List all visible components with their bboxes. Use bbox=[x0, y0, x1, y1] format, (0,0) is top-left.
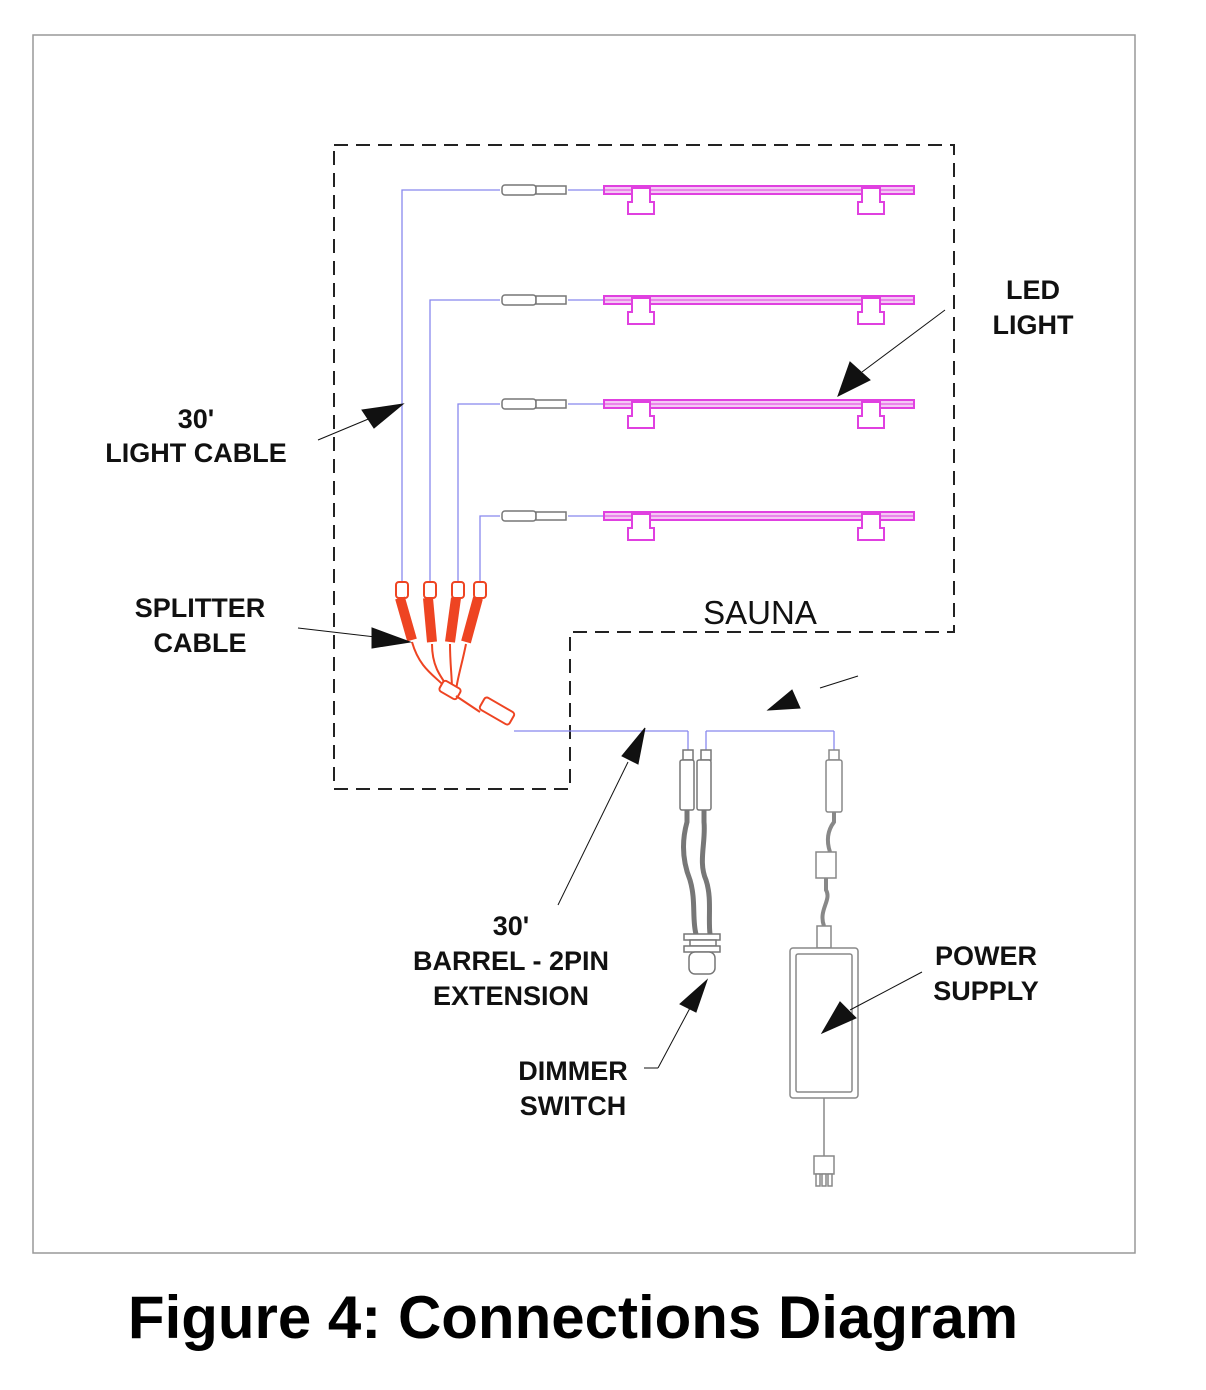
light-cables bbox=[401, 189, 604, 584]
light-cable-label-line2: LIGHT CABLE bbox=[105, 438, 287, 468]
power-supply bbox=[789, 749, 859, 1187]
light-cable-label-line1: 30' bbox=[178, 404, 214, 434]
leader-lines bbox=[297, 309, 946, 1069]
cable-connector bbox=[501, 184, 567, 196]
power-label-line2: SUPPLY bbox=[933, 976, 1039, 1006]
splitter-label-line1: SPLITTER bbox=[135, 593, 266, 623]
main-cables bbox=[514, 730, 835, 752]
sauna-label: SAUNA bbox=[703, 594, 817, 631]
led-light-bar bbox=[603, 399, 915, 429]
dimmer-switch-assembly bbox=[679, 749, 721, 975]
power-label-line1: POWER bbox=[935, 941, 1037, 971]
cable-connector bbox=[501, 510, 567, 522]
led-light-label-line2: LIGHT bbox=[993, 310, 1074, 340]
cable-connector bbox=[501, 294, 567, 306]
extension-label-line1: 30' bbox=[493, 911, 529, 941]
extension-label-line2: BARREL - 2PIN bbox=[413, 946, 609, 976]
led-light-bar bbox=[603, 511, 915, 541]
led-light-label-line1: LED bbox=[1006, 275, 1060, 305]
led-light-bar bbox=[603, 295, 915, 325]
figure-frame bbox=[32, 34, 1136, 1254]
dimmer-label-line1: DIMMER bbox=[518, 1056, 628, 1086]
sauna-boundary bbox=[333, 144, 955, 790]
dimmer-label-line2: SWITCH bbox=[520, 1091, 626, 1121]
cable-connector bbox=[501, 398, 567, 410]
figure-caption: Figure 4: Connections Diagram bbox=[128, 1284, 1018, 1351]
splitter-cable bbox=[395, 581, 516, 726]
led-light-bar bbox=[603, 185, 915, 215]
splitter-label-line2: CABLE bbox=[154, 628, 247, 658]
extension-label-line3: EXTENSION bbox=[433, 981, 589, 1011]
